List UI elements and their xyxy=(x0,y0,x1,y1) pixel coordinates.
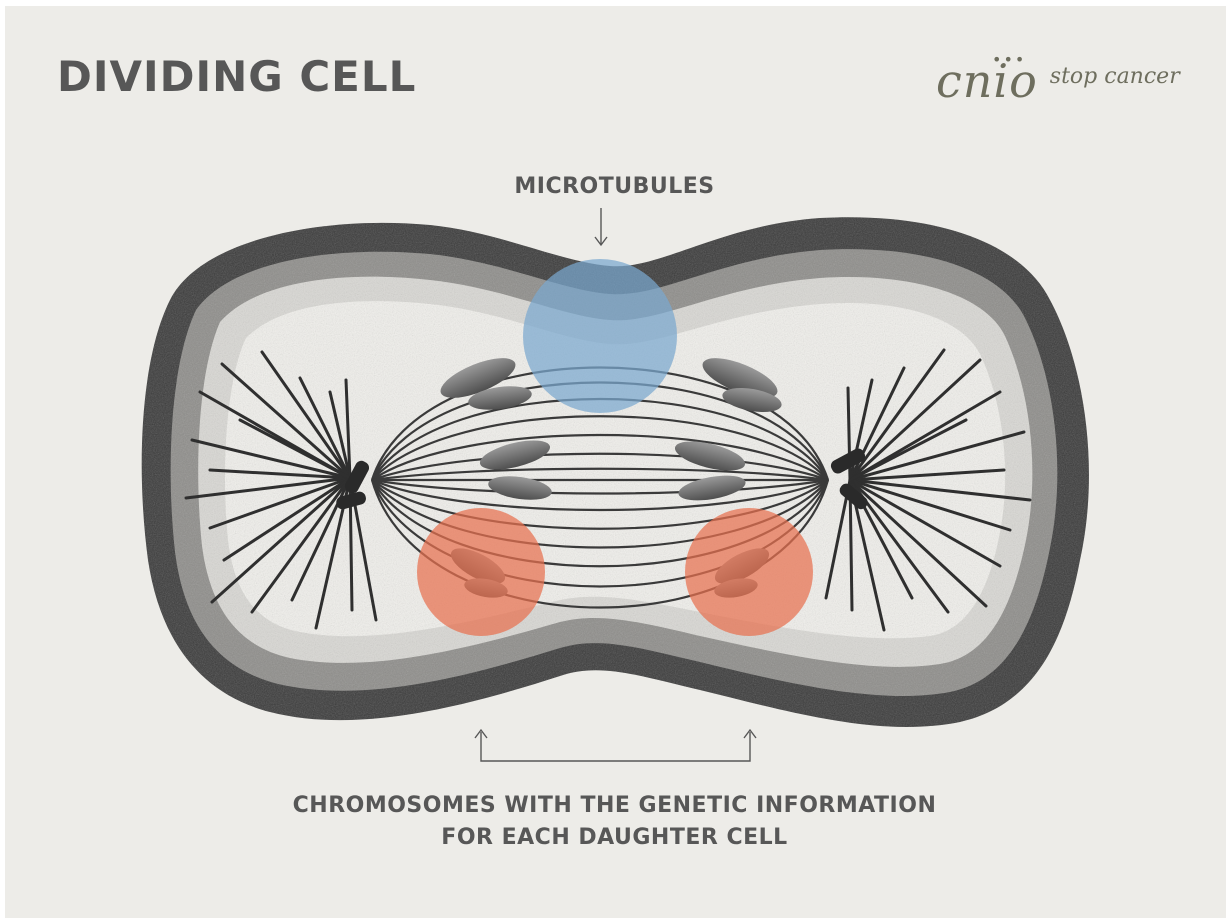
chromosomes-label-line-1: CHROMOSOMES WITH THE GENETIC INFORMATION xyxy=(0,790,1229,822)
chromosomes-label: CHROMOSOMES WITH THE GENETIC INFORMATION… xyxy=(0,790,1229,854)
chromosomes-label-line-2: FOR EACH DAUGHTER CELL xyxy=(0,822,1229,854)
chromosome-highlight-left xyxy=(417,508,545,636)
chromosome-highlight-right xyxy=(685,508,813,636)
microtubules-arrow xyxy=(595,208,607,245)
chromosomes-bracket-arrow xyxy=(475,730,756,761)
microtubules-highlight xyxy=(523,259,677,413)
